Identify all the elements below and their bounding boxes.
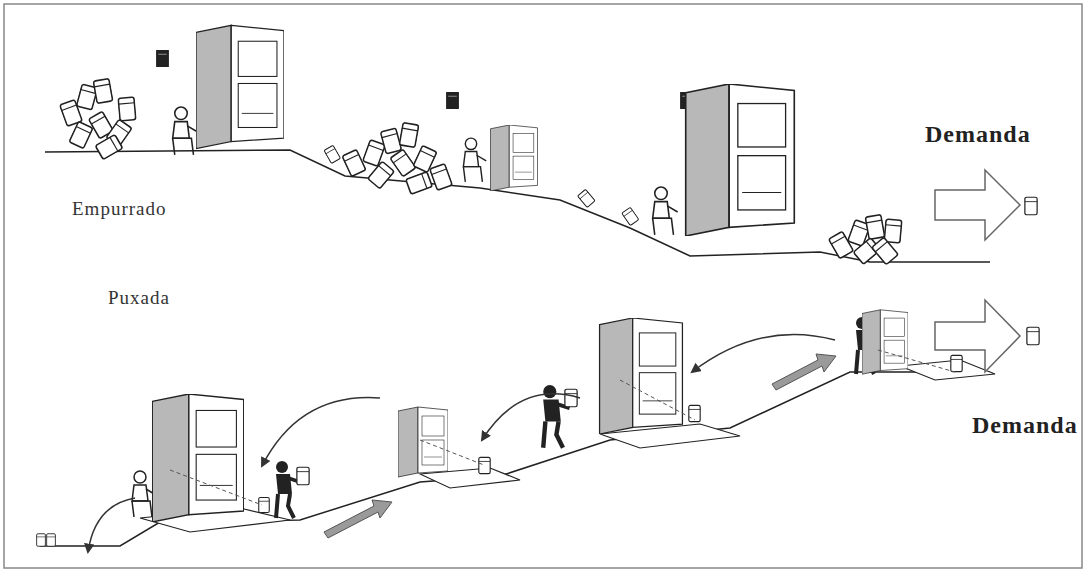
machine (600, 318, 683, 434)
part (324, 145, 341, 163)
illustration-part (95, 135, 122, 160)
part (951, 355, 962, 371)
frame (4, 4, 1082, 568)
part (622, 207, 639, 225)
signal-lines (170, 350, 955, 505)
demand-label: Demanda (972, 412, 1078, 439)
worker (463, 138, 486, 182)
illustration-part (262, 398, 380, 466)
illustration-part (380, 128, 401, 154)
machine (152, 394, 243, 522)
demand-item (1027, 327, 1039, 345)
illustration-part (170, 470, 262, 505)
illustration-part (368, 161, 395, 188)
machine (196, 25, 284, 148)
worker (173, 107, 198, 155)
demand-arrow (935, 170, 1020, 240)
kanban-card (447, 93, 459, 109)
illustration-part (342, 149, 366, 176)
machine (862, 310, 908, 374)
illustration-part (430, 164, 452, 191)
illustration-part (865, 215, 884, 240)
illustration-part (118, 97, 136, 121)
demand-label: Demanda (925, 121, 1031, 148)
machine (398, 407, 448, 477)
illustration-part (872, 237, 899, 264)
demand-arrow (935, 300, 1020, 372)
push-inventory-pile (342, 123, 452, 195)
illustration-part (88, 498, 135, 552)
illustration-part (69, 121, 93, 148)
machine (686, 84, 795, 236)
illustration-part (878, 350, 955, 372)
illustration-part (884, 219, 902, 243)
mode-label: Empurrado (72, 198, 166, 220)
kanban-card (157, 51, 169, 67)
part (565, 389, 577, 407)
illustration-part (420, 440, 484, 465)
illustration-part (620, 380, 695, 420)
part (37, 534, 46, 547)
kanban-signal-arrows (88, 334, 835, 552)
illustration-part (482, 394, 580, 440)
illustration-part (93, 79, 112, 104)
machine (490, 125, 537, 191)
part (479, 457, 490, 473)
flow-arrow (324, 500, 392, 538)
pull-line (40, 372, 990, 546)
part (259, 498, 270, 513)
flow-arrow (772, 354, 836, 390)
part (47, 534, 56, 547)
illustration-part (692, 334, 835, 372)
demand-item (1025, 197, 1037, 215)
part (577, 189, 595, 207)
part (297, 467, 309, 485)
illustration-part (390, 149, 416, 176)
push-inventory-pile (829, 215, 902, 265)
mode-label: Puxada (108, 287, 170, 309)
illustration-part (399, 123, 418, 148)
worker (653, 187, 678, 235)
push-inventory-pile (60, 79, 136, 160)
illustration-part (406, 172, 433, 194)
